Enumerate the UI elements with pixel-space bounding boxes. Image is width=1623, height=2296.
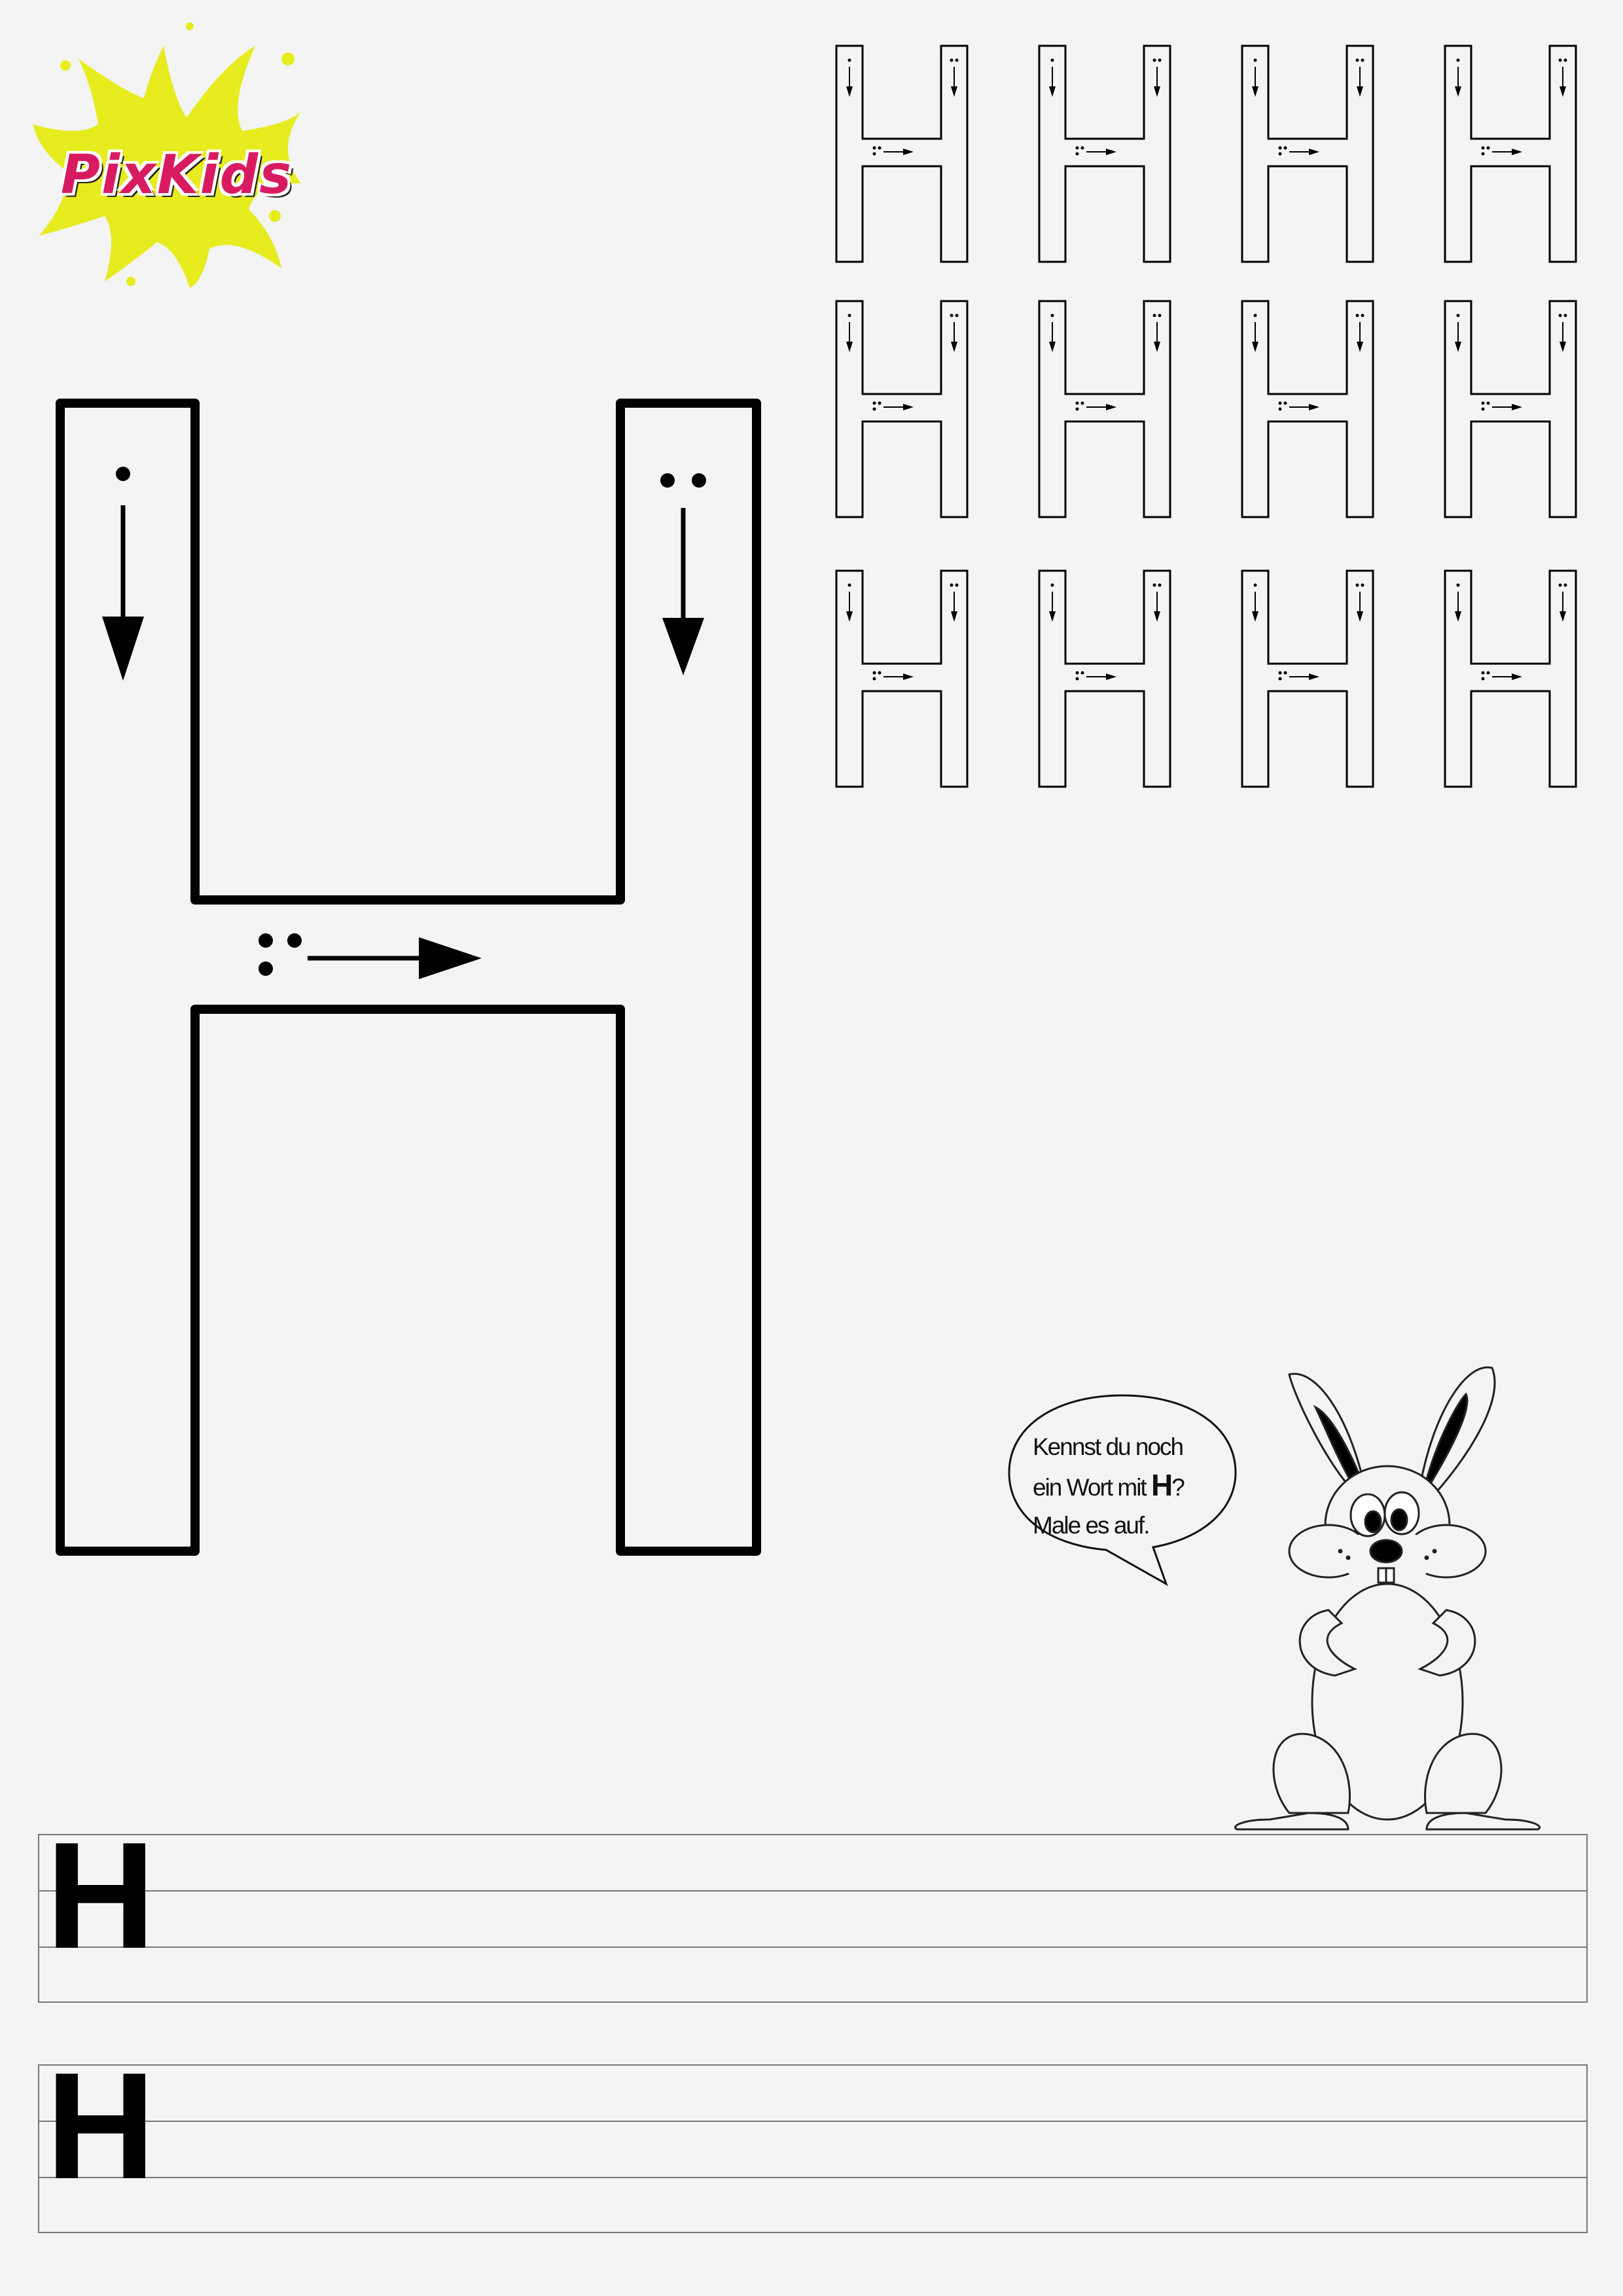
bubble-line-1: Kennst du noch bbox=[1033, 1433, 1184, 1460]
paint-splash-icon bbox=[33, 22, 301, 288]
bubble-text: Kennst du noch ein Wort mit H? Male es a… bbox=[1033, 1428, 1222, 1545]
large-letter-h-tracing bbox=[46, 393, 772, 1571]
arrow-down-icon bbox=[102, 617, 144, 681]
logo-text: PixKids bbox=[60, 144, 293, 206]
practice-h bbox=[1444, 569, 1577, 788]
stroke-1-dot-icon bbox=[116, 467, 130, 481]
bubble-line-3: Male es auf. bbox=[1033, 1512, 1150, 1539]
big-h-outline bbox=[56, 399, 761, 1556]
practice-h bbox=[1444, 300, 1577, 518]
practice-h bbox=[1241, 569, 1374, 788]
writing-line-block-2[interactable]: H bbox=[38, 2041, 1588, 2233]
line-start-letter: H bbox=[46, 1811, 156, 1981]
practice-h bbox=[1444, 45, 1577, 263]
practice-h bbox=[1241, 45, 1374, 263]
practice-h bbox=[1038, 45, 1171, 263]
practice-h bbox=[835, 300, 969, 518]
practice-h bbox=[835, 45, 969, 263]
speech-bubble: Kennst du noch ein Wort mit H? Male es a… bbox=[1001, 1388, 1243, 1597]
practice-h bbox=[1241, 300, 1374, 518]
arrow-down-icon bbox=[662, 618, 704, 675]
rabbit-illustration bbox=[1230, 1361, 1544, 1833]
practice-h bbox=[835, 569, 969, 788]
practice-h bbox=[1038, 300, 1171, 518]
arrow-right-icon bbox=[419, 937, 482, 979]
pixkids-logo: PixKids bbox=[26, 20, 314, 295]
practice-h-grid bbox=[825, 39, 1584, 798]
practice-h bbox=[1038, 569, 1171, 788]
line-start-letter: H bbox=[46, 2041, 156, 2211]
bubble-line-2: ein Wort mit H? bbox=[1033, 1468, 1185, 1502]
writing-line-block-1[interactable]: H bbox=[38, 1811, 1588, 2003]
